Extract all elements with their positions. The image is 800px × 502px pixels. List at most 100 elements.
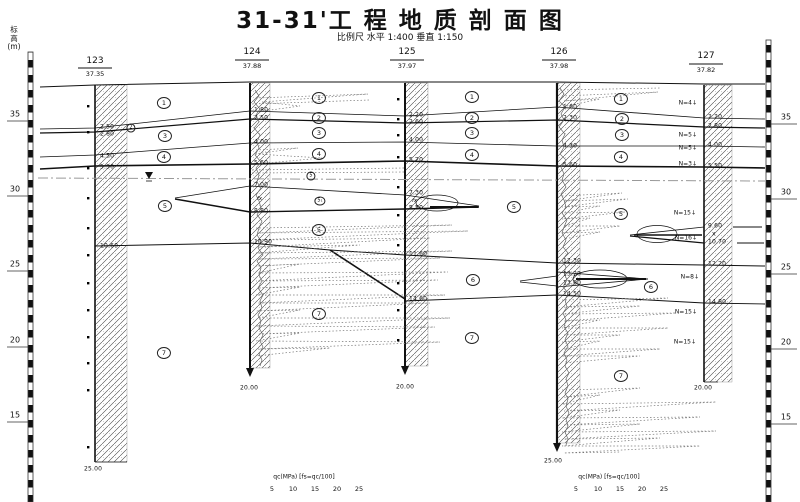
borehole-id-126: 126: [550, 47, 568, 57]
layer-marker-7: 7: [156, 347, 172, 359]
layer-marker-5: 5: [311, 224, 327, 236]
qc-scale-tick: 5: [269, 485, 275, 493]
spt-value: N=5↓: [678, 131, 697, 139]
x-marker: x: [712, 230, 716, 238]
spt-value: N=3↓: [678, 160, 697, 168]
depth-label: 5.60: [254, 159, 269, 167]
borehole-id-127: 127: [697, 51, 715, 61]
scale-note: 比例尺 水平 1:400 垂直 1:150: [336, 33, 464, 43]
layer-marker-7: 7: [311, 308, 327, 320]
layer-marker-2: 2: [311, 112, 327, 124]
cpt-curves: [251, 87, 717, 454]
layer-marker-4: 4: [613, 151, 629, 163]
depth-label: 5.50: [708, 162, 723, 170]
layer-marker-2: 2: [464, 112, 480, 124]
layer-marker-7: 7: [464, 332, 480, 344]
spt-value: N=15↓: [674, 308, 697, 316]
qc-scale-tick: 10: [288, 485, 298, 493]
water-table-line: [37, 172, 766, 182]
right-elevation-ruler: [765, 39, 797, 502]
depth-label: 2.60: [409, 118, 424, 126]
elevation-tick-left: 30: [9, 184, 21, 194]
spt-value: N=4↓: [678, 99, 697, 107]
layer-marker-6: 6: [643, 281, 659, 293]
depth-label: 13.20: [563, 270, 582, 278]
borehole-bottom-depth-123: 25.00: [84, 465, 103, 473]
fx-lens-label: fx: [257, 196, 263, 202]
elevation-tick-right: 20: [780, 337, 792, 347]
qc-scale-tick: 25: [354, 485, 364, 493]
elevation-tick-left: 35: [9, 109, 21, 119]
depth-label: 5.30: [100, 163, 115, 171]
layer-marker-4: 4: [311, 148, 327, 160]
depth-label: 4.50: [100, 152, 115, 160]
depth-label: 5.20: [409, 156, 424, 164]
layer-marker-4: 4: [156, 151, 172, 163]
borehole-elevation-126: 37.98: [549, 62, 569, 70]
depth-label: 2.50: [100, 123, 115, 131]
depth-label: 12.20: [708, 260, 727, 268]
layer-marker-4: 4: [464, 149, 480, 161]
borehole-126-bottom-arrow: [553, 443, 561, 452]
elevation-axis-label: 标 高 (m): [7, 25, 21, 51]
depth-label: 8.80: [254, 207, 269, 215]
spt-value: N=15↓: [673, 338, 696, 346]
borehole-columns: [94, 82, 733, 463]
depth-label: 12.30: [563, 257, 582, 265]
qc-scale-tick: 10: [593, 485, 603, 493]
depth-label: 14.60: [409, 295, 428, 303]
borehole-elevation-125: 37.97: [397, 62, 417, 70]
depth-label: 10.90: [254, 238, 273, 246]
elevation-tick-left: 15: [9, 410, 21, 420]
spt-value: N=16↓: [674, 234, 697, 242]
qc-scale-title-2: qc(MPa) [fs=qc/100]: [578, 473, 640, 481]
elevation-tick-right: 35: [780, 112, 792, 122]
layer-marker-3: 3: [311, 127, 327, 139]
depth-label: 1.60: [563, 103, 578, 111]
layer-marker-2: 2: [614, 113, 630, 125]
layer-marker-5₁: 5₁: [314, 196, 326, 206]
depth-label: 4.00: [254, 138, 269, 146]
depth-label: 4.00: [708, 141, 723, 149]
elevation-tick-right: 15: [780, 412, 792, 422]
depth-label: 7.30: [409, 189, 424, 197]
borehole-id-125: 125: [398, 47, 416, 57]
depth-label: 2.30: [563, 114, 578, 122]
layer-marker-1: 1: [156, 97, 172, 109]
elevation-tick-left: 25: [9, 259, 21, 269]
qc-scale-tick: 15: [310, 485, 320, 493]
qc-scale-tick: 20: [332, 485, 342, 493]
water-table-symbol: [145, 172, 153, 179]
layer-marker-5: 5: [506, 201, 522, 213]
layer-marker-7: 7: [613, 370, 629, 382]
spt-value: N=5↓: [678, 144, 697, 152]
strata-boundary-lines: [39, 81, 766, 305]
qc-scale-title-1: qc(MPa) [fs=qc/100]: [273, 473, 335, 481]
left-elevation-ruler: [7, 51, 34, 502]
elevation-tick-right: 30: [780, 187, 792, 197]
depth-label: 2.20: [708, 113, 723, 121]
qc-scale-tick: 25: [659, 485, 669, 493]
lens-bodies: [415, 194, 705, 289]
borehole-elevation-123: 37.35: [85, 70, 105, 78]
depth-label: 9.60: [708, 222, 723, 230]
depth-label: 4.30: [563, 142, 578, 150]
spt-value: N=15↓: [673, 209, 696, 217]
depth-label: 2.20: [409, 111, 424, 119]
fx-lens-label: fx: [412, 198, 418, 204]
layer-marker-2: 2: [126, 123, 136, 133]
depth-label: 11.60: [409, 250, 428, 258]
borehole-125-bottom-arrow: [401, 366, 409, 375]
qc-scale-tick: 5: [573, 485, 579, 493]
depth-label: 14.80: [708, 298, 727, 306]
borehole-id-123: 123: [86, 56, 104, 66]
depth-label: 13.60: [563, 279, 582, 287]
depth-label: 7.00: [254, 181, 269, 189]
borehole-id-124: 124: [243, 47, 261, 57]
depth-label: 4.00: [409, 136, 424, 144]
layer-marker-5: 5: [157, 200, 173, 212]
qc-scale-tick: 20: [637, 485, 647, 493]
layer-marker-1: 1: [464, 91, 480, 103]
page-title: 31-31'工 程 地 质 剖 面 图: [236, 8, 564, 34]
